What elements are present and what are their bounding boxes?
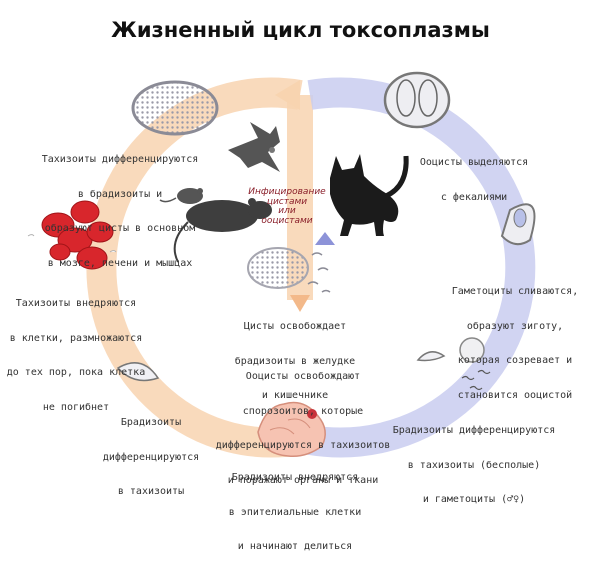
gamete-icon [416, 351, 446, 362]
label-brady-invade: Брадизоиты внедряются в эпителиальные кл… [228, 472, 362, 552]
tissue-cyst-icon [131, 80, 219, 136]
bird-icon [228, 122, 280, 172]
page-title: Жизненный цикл токсоплазмы [111, 18, 490, 42]
cat-icon [330, 154, 409, 236]
label-oocysts-release: Ооцисты освобождают спорозоитов, которые… [215, 371, 391, 486]
label-oocysts-fecal: Ооцисты выделяются с фекалиями [419, 157, 529, 203]
label-tachy-to-brady: Тахизоиты дифференцируются в брадизоиты … [41, 154, 199, 269]
life-cycle-diagram [27, 71, 536, 458]
label-brady-to-tachy: Брадизоиты дифференцируются в тахизоиты [102, 417, 200, 497]
sporulated-oocyst-icon [500, 203, 536, 246]
released-cyst-icon [247, 247, 309, 289]
label-brady-gametocytes: Брадизоиты дифференцируются в тахизоиты … [392, 425, 556, 505]
bradyzoite-icon [116, 362, 160, 382]
zygote-icon [459, 337, 485, 363]
intestinal-epithelium-icon [257, 401, 326, 458]
mouse-small-icon [159, 188, 203, 204]
label-tachy-invade: Тахизоиты внедряются в клетки, размножаю… [6, 298, 146, 413]
label-gametocytes: Гаметоциты сливаются, образуют зиготу, к… [451, 286, 579, 401]
oocyst-icon [383, 71, 451, 129]
rat-icon [173, 198, 272, 263]
label-cysts-release: Цисты освобождает брадизоиты в желудке и… [234, 321, 356, 401]
infected-cells-icon [41, 200, 114, 270]
infection-label: Инфицирование цистами или ооцистами [248, 187, 326, 226]
microgametes-icon [461, 369, 491, 391]
bradyzoites-icon [307, 252, 331, 293]
